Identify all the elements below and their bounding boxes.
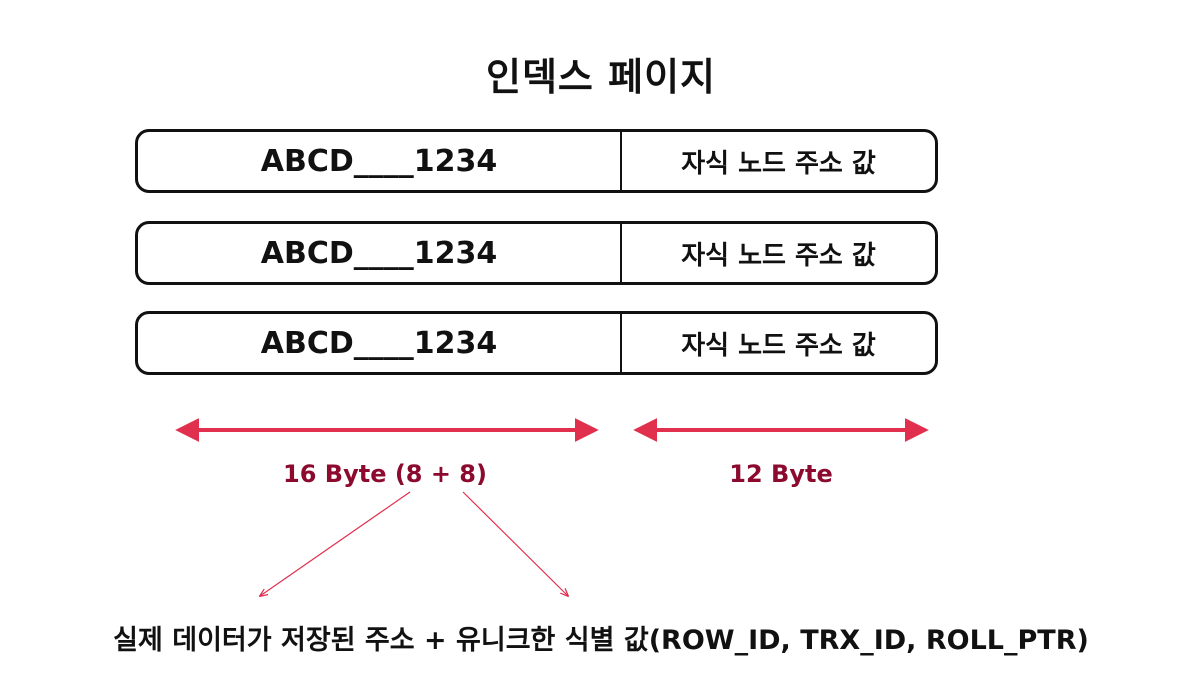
index-key: ABCD____1234 <box>138 224 622 282</box>
index-row-3: ABCD____1234 자식 노드 주소 값 <box>135 311 938 375</box>
index-key: ABCD____1234 <box>138 132 622 190</box>
index-row-1: ABCD____1234 자식 노드 주소 값 <box>135 129 938 193</box>
index-row-2: ABCD____1234 자식 노드 주소 값 <box>135 221 938 285</box>
child-node-address: 자식 노드 주소 값 <box>681 148 876 179</box>
index-key: ABCD____1234 <box>138 314 622 372</box>
key-size-label: 16 Byte (8 + 8) <box>283 460 487 488</box>
page-title: 인덱스 페이지 <box>486 55 716 99</box>
child-node-address: 자식 노드 주소 값 <box>681 330 876 361</box>
value-size-label: 12 Byte <box>729 460 833 488</box>
pointer-arrow-right <box>462 491 568 596</box>
key-composition-note: 실제 데이터가 저장된 주소 + 유니크한 식별 값(ROW_ID, TRX_I… <box>113 625 1089 656</box>
child-node-address: 자식 노드 주소 값 <box>681 240 876 271</box>
pointer-arrow-left <box>260 491 411 596</box>
